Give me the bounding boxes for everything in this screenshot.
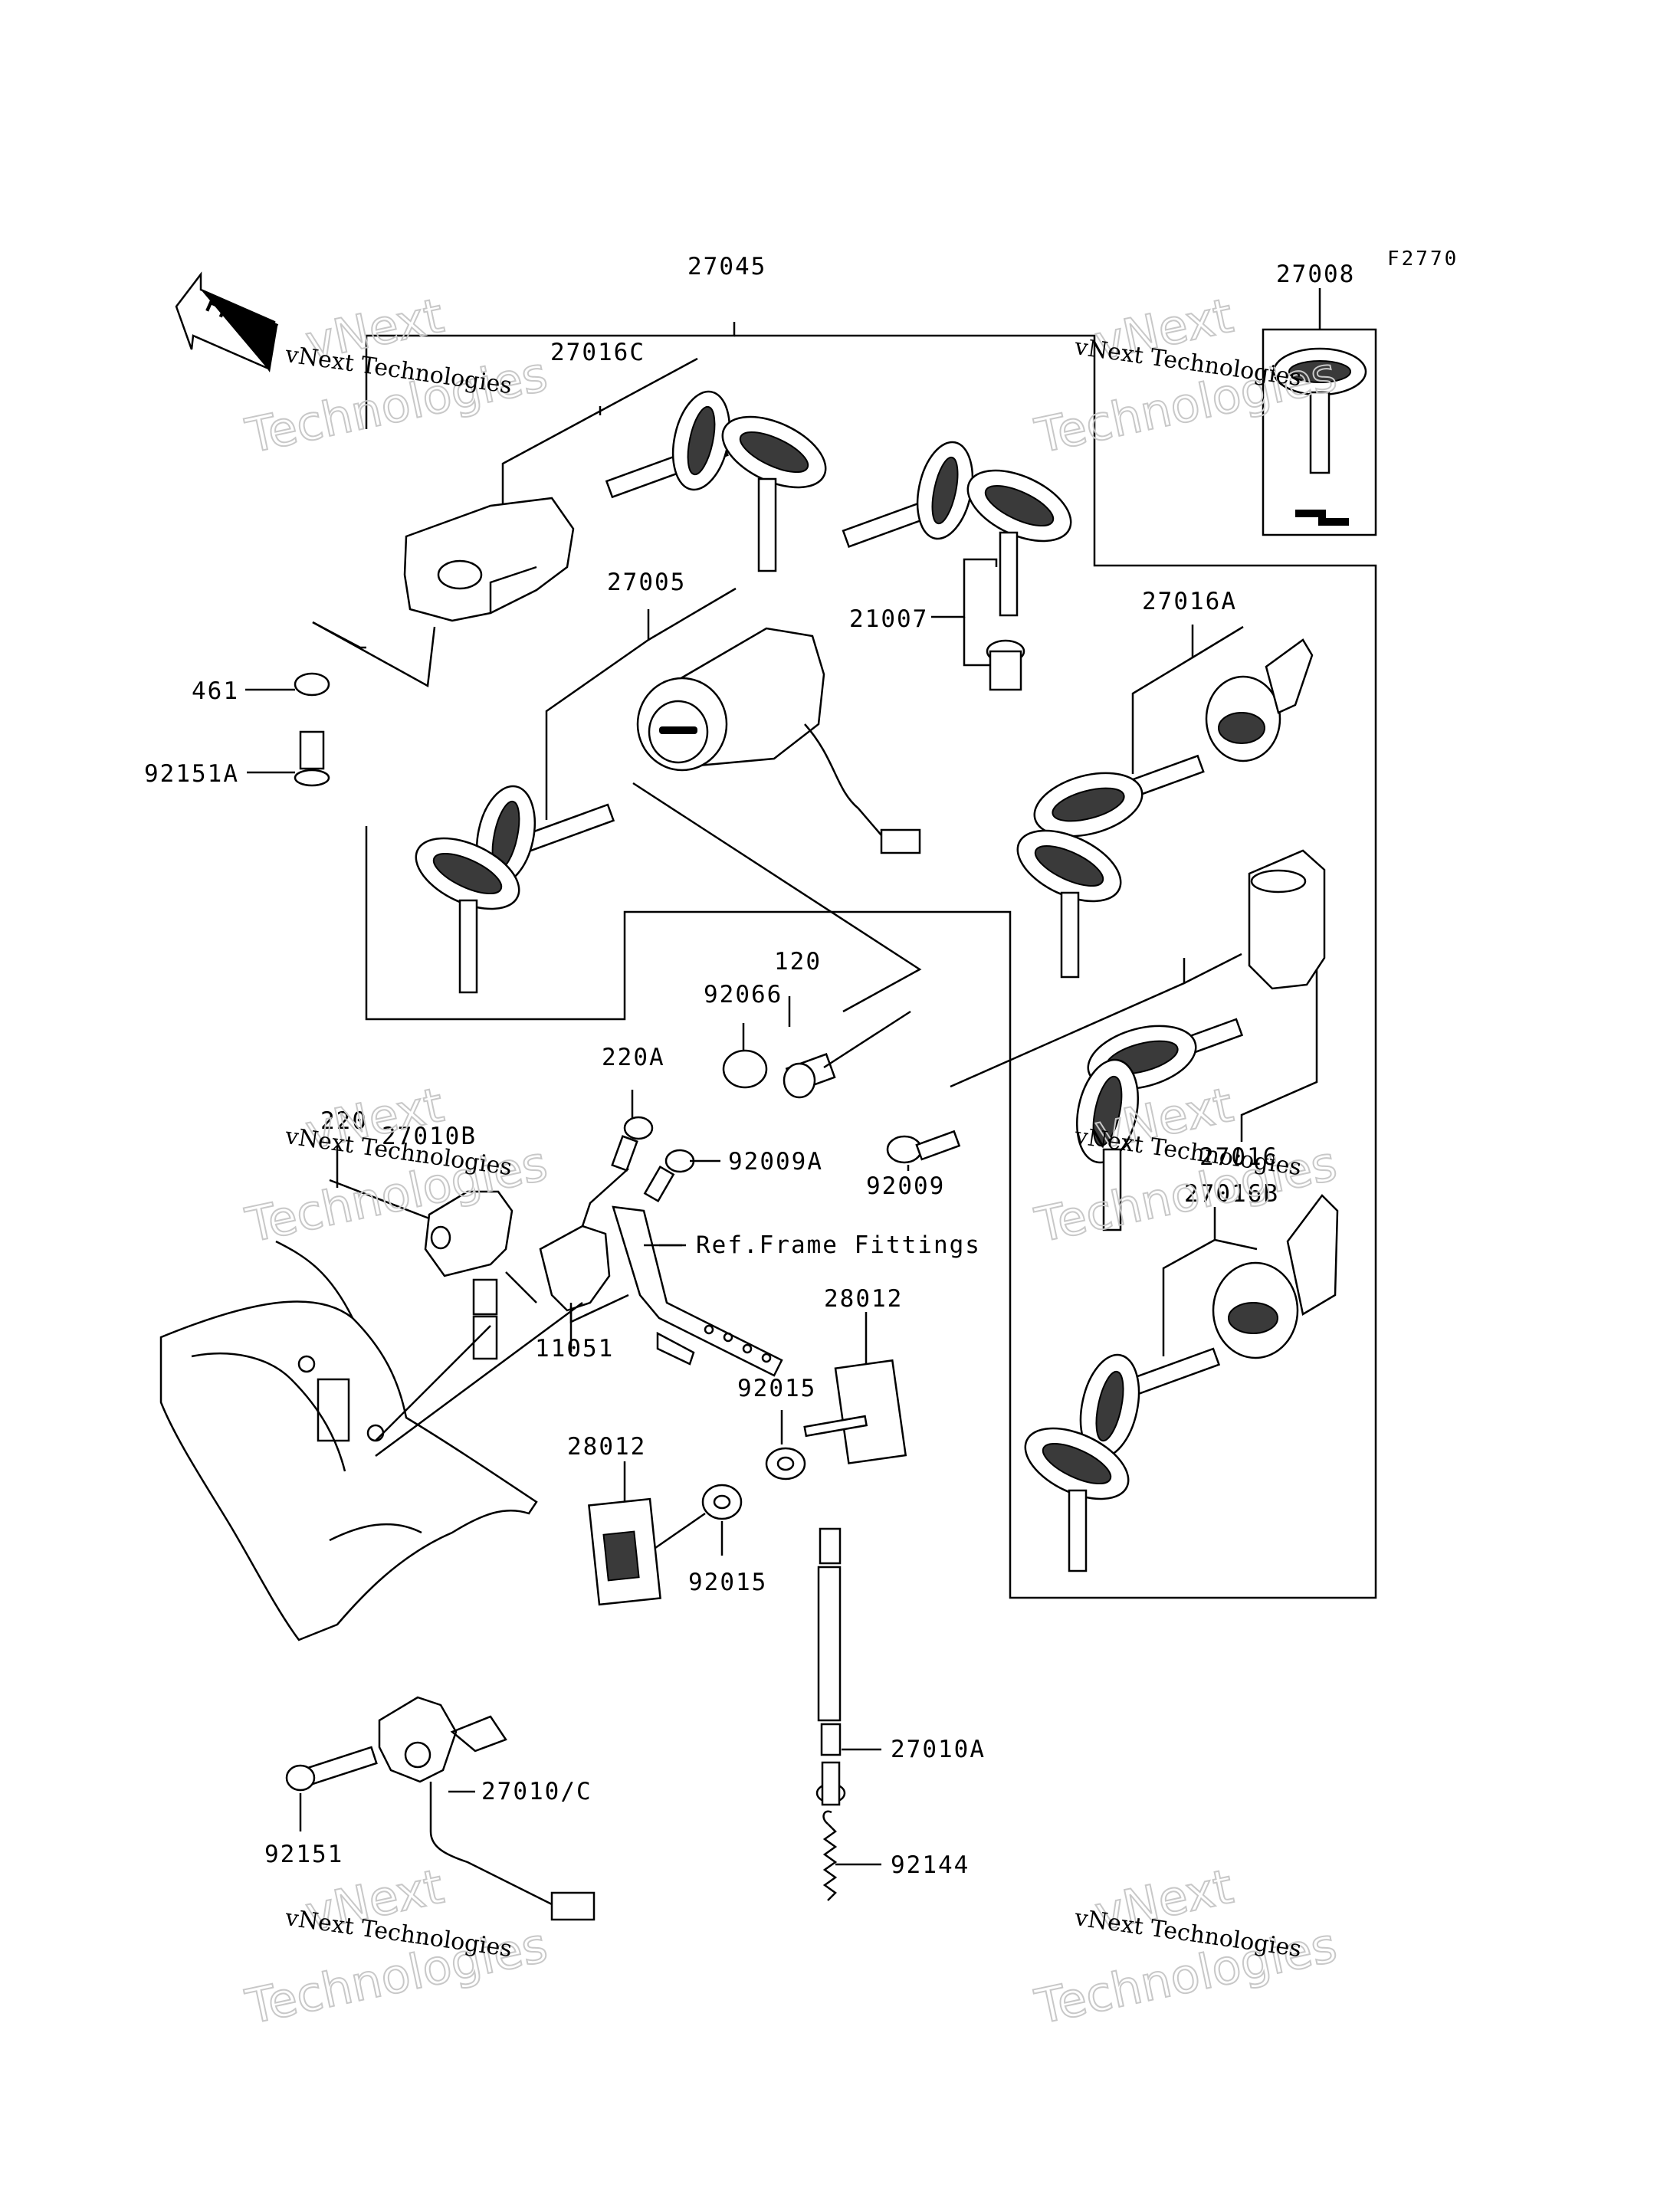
callout-92015-upper: 92015 <box>737 1375 816 1402</box>
callout-92144: 92144 <box>891 1851 970 1879</box>
callout-28012-lower: 28012 <box>567 1433 646 1461</box>
callout-27045: 27045 <box>687 253 766 280</box>
callout-92009a: 92009A <box>728 1148 823 1176</box>
ignition-switch-27005 <box>636 627 921 854</box>
spring-92144 <box>822 1810 838 1901</box>
assembly-group-outlines <box>312 288 1377 1599</box>
callout-27016: 27016 <box>1199 1143 1278 1171</box>
callout-leaders <box>245 688 910 1866</box>
lock-27016a <box>1205 638 1314 762</box>
lock-27016 <box>1248 849 1326 990</box>
switch-27010b <box>329 1179 537 1360</box>
nut-92015-lower <box>655 1484 743 1549</box>
seat-lock-housing-27016c <box>403 497 575 622</box>
screw-92009 <box>886 1130 961 1164</box>
callout-92066: 92066 <box>704 981 783 1008</box>
washer-461 <box>294 672 330 697</box>
callout-220: 220 <box>320 1107 368 1135</box>
callout-92009: 92009 <box>866 1172 945 1200</box>
callout-27010a: 27010A <box>891 1736 986 1763</box>
callout-27010c: 27010/C <box>481 1778 592 1805</box>
watermark-middle-right: vNext Technologies vNext Technologies <box>1029 1076 1342 1254</box>
cap-92066 <box>722 1049 768 1089</box>
watermark-bottom-left: vNext Technologies vNext Technologies <box>240 1858 553 2036</box>
callout-labels: 27045 27008 27016C 27005 21007 27016A 46… <box>144 253 1355 1879</box>
callout-27016b: 27016B <box>1184 1180 1279 1208</box>
bracket-11051 <box>539 1168 629 1353</box>
key-set-27016 <box>1075 1018 1244 1231</box>
key-set-27016c <box>605 390 827 572</box>
callout-92151a: 92151A <box>144 760 239 788</box>
callout-ref-frame-fittings: Ref.Frame Fittings <box>696 1231 981 1259</box>
bolt-120 <box>783 1010 911 1099</box>
key-set-27005 <box>415 785 615 994</box>
callout-27016c: 27016C <box>550 339 645 366</box>
screw-220a <box>611 1116 654 1172</box>
lock-27016b <box>1212 1194 1339 1359</box>
figure-code: F2770 <box>1387 248 1459 271</box>
frame-section <box>159 1240 583 1641</box>
switch-27010a <box>815 1527 846 1806</box>
bolt-92151a <box>294 730 330 787</box>
callout-21007: 21007 <box>849 605 928 633</box>
key-set-21007 <box>842 441 1072 691</box>
switch-27010c <box>285 1696 596 1921</box>
callout-461: 461 <box>192 677 239 705</box>
callout-92151: 92151 <box>264 1841 343 1868</box>
callout-27016a: 27016A <box>1142 588 1237 615</box>
callout-27008: 27008 <box>1276 261 1355 288</box>
callout-92015-lower: 92015 <box>688 1569 767 1596</box>
watermark-top-right: vNext Technologies vNext Technologies <box>1029 287 1342 465</box>
nut-92015-upper <box>765 1415 868 1481</box>
key-blank-27008 <box>1272 347 1367 526</box>
pad-28012-lower <box>588 1497 661 1606</box>
callout-27005: 27005 <box>607 569 686 596</box>
callout-27010b: 27010B <box>382 1123 477 1150</box>
callout-28012-upper: 28012 <box>824 1285 903 1313</box>
key-set-27016a <box>1016 754 1205 979</box>
key-set-27016b <box>1024 1347 1221 1572</box>
frame-fitting-bracket <box>612 1205 783 1377</box>
callout-220a: 220A <box>602 1044 665 1071</box>
watermark-bottom-right: vNext Technologies vNext Technologies <box>1029 1858 1342 2036</box>
front-arrow-icon: FRONT <box>175 271 282 372</box>
screw-92009a <box>643 1149 695 1203</box>
callout-11051: 11051 <box>535 1335 614 1362</box>
callout-120: 120 <box>774 948 822 976</box>
pad-28012-upper <box>834 1359 907 1464</box>
watermark-top-left: vNext Technologies vNext Technologies <box>240 287 553 465</box>
